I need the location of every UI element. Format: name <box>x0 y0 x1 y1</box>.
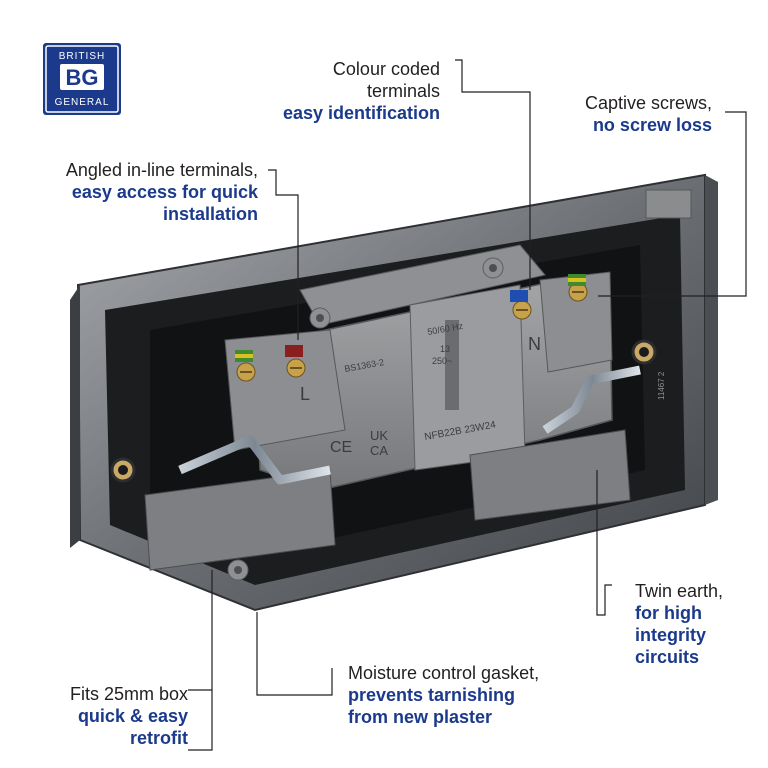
callout-moisture-line2: prevents tarnishing <box>348 685 516 705</box>
callout-captive-line1: Captive screws, <box>584 93 712 113</box>
ce-label: CE <box>330 439 352 456</box>
callout-twin-earth-line2: for high <box>635 603 702 623</box>
leader-angled <box>268 169 299 340</box>
callout-box-line1: Fits 25mm box <box>69 684 188 704</box>
screw-live <box>286 358 306 378</box>
callout-captive-screws: Captive screws, no screw loss <box>520 92 712 136</box>
callout-colour-coded-line3: easy identification <box>282 103 440 123</box>
leader-moisture <box>256 612 333 696</box>
callout-twin-earth-line1: Twin earth, <box>635 581 724 601</box>
faceplate-edge <box>70 285 80 548</box>
volts-label: 250~ <box>432 356 452 366</box>
logo-bottom-text: GENERAL <box>55 97 110 108</box>
terminal-neutral-blue <box>510 290 528 302</box>
callout-moisture-gasket: Moisture control gasket, prevents tarnis… <box>348 662 608 728</box>
terminal-block-right <box>539 271 613 373</box>
foot-right <box>469 429 631 521</box>
callout-twin-earth: Twin earth, for high integrity circuits <box>635 580 755 668</box>
leader-twin-earth <box>596 470 612 616</box>
callout-fits-box: Fits 25mm box quick & easy retrofit <box>10 683 188 749</box>
callout-colour-coded-line2: terminals <box>366 81 440 101</box>
leader-captive <box>598 111 747 297</box>
side-code-label: 11467 2 <box>657 371 666 400</box>
neutral-label: N <box>528 334 541 354</box>
ukca-label-2: CA <box>370 443 388 458</box>
callout-colour-coded-line1: Colour coded <box>332 59 440 79</box>
callout-box-line3: retrofit <box>130 728 188 748</box>
faceplate-rim <box>705 175 718 505</box>
callout-angled-line3: installation <box>162 204 258 224</box>
callout-twin-earth-line4: circuits <box>635 647 700 667</box>
callout-colour-coded: Colour coded terminals easy identificati… <box>240 58 440 124</box>
amps-label: 13 <box>440 344 450 354</box>
leader-box <box>188 689 213 751</box>
callout-captive-line2: no screw loss <box>592 115 712 135</box>
callout-angled-terminals: Angled in-line terminals, easy access fo… <box>20 159 258 225</box>
ukca-label-1: UK <box>370 428 388 443</box>
callout-angled-line1: Angled in-line terminals, <box>65 160 258 180</box>
earth-strap-left <box>178 435 331 485</box>
screw-earth-left <box>236 362 256 382</box>
callout-moisture-line1: Moisture control gasket, <box>348 663 540 683</box>
foot-left <box>144 469 336 571</box>
callout-angled-line2: easy access for quick <box>71 182 258 202</box>
logo-mark: BG <box>66 65 99 90</box>
british-general-logo: BRITISH BG GENERAL <box>42 42 122 116</box>
leader-colour-coded <box>455 59 531 290</box>
earth-strap-right <box>542 365 641 434</box>
callout-moisture-line3: from new plaster <box>348 707 493 727</box>
terminal-live-brown <box>285 345 303 357</box>
callout-box-line2: quick & easy <box>77 706 188 726</box>
callout-twin-earth-line3: integrity <box>635 625 707 645</box>
live-label: L <box>300 384 310 404</box>
logo-top-text: BRITISH <box>59 51 105 62</box>
terminal-block-left <box>224 329 346 451</box>
